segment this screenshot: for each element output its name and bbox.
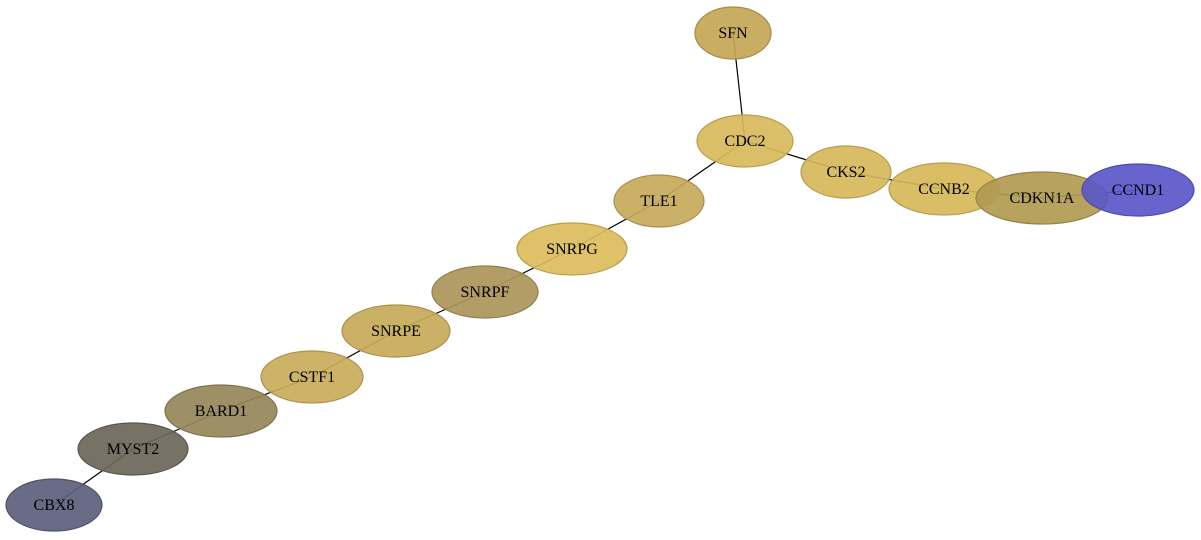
node-label: SNRPE xyxy=(371,323,421,340)
node-label: CSTF1 xyxy=(289,369,335,386)
node-bard1[interactable]: BARD1 xyxy=(164,384,278,438)
node-snrpg[interactable]: SNRPG xyxy=(516,222,628,276)
node-label: SNRPG xyxy=(546,241,598,258)
node-ellipse xyxy=(260,350,364,404)
node-snrpe[interactable]: SNRPE xyxy=(341,304,451,358)
node-ellipse xyxy=(516,222,628,276)
node-cstf1[interactable]: CSTF1 xyxy=(260,350,364,404)
node-ellipse xyxy=(613,174,705,228)
node-ccnb2[interactable]: CCNB2 xyxy=(888,162,1000,216)
node-tle1[interactable]: TLE1 xyxy=(613,174,705,228)
node-cks2[interactable]: CKS2 xyxy=(800,145,892,199)
node-ellipse xyxy=(164,384,278,438)
node-sfn[interactable]: SFN xyxy=(694,6,772,60)
node-label: CBX8 xyxy=(34,497,75,514)
node-label: SNRPF xyxy=(461,284,510,301)
node-label: CKS2 xyxy=(826,164,865,181)
node-label: SFN xyxy=(718,25,748,42)
node-label: CCNB2 xyxy=(918,181,970,198)
node-ellipse xyxy=(431,265,539,319)
node-ellipse xyxy=(77,422,189,476)
node-ellipse xyxy=(1081,163,1195,217)
node-label: CDKN1A xyxy=(1010,190,1075,207)
node-myst2[interactable]: MYST2 xyxy=(77,422,189,476)
node-ellipse xyxy=(5,478,103,532)
node-ellipse xyxy=(696,114,794,168)
node-ellipse xyxy=(694,6,772,60)
node-label: CDC2 xyxy=(725,133,766,150)
node-label: MYST2 xyxy=(107,441,159,458)
node-ellipse xyxy=(800,145,892,199)
node-snrpf[interactable]: SNRPF xyxy=(431,265,539,319)
node-ellipse xyxy=(341,304,451,358)
node-label: BARD1 xyxy=(195,403,247,420)
node-label: CCND1 xyxy=(1112,182,1164,199)
node-cbx8[interactable]: CBX8 xyxy=(5,478,103,532)
node-label: TLE1 xyxy=(640,193,677,210)
node-cdc2[interactable]: CDC2 xyxy=(696,114,794,168)
node-ccnd1[interactable]: CCND1 xyxy=(1081,163,1195,217)
